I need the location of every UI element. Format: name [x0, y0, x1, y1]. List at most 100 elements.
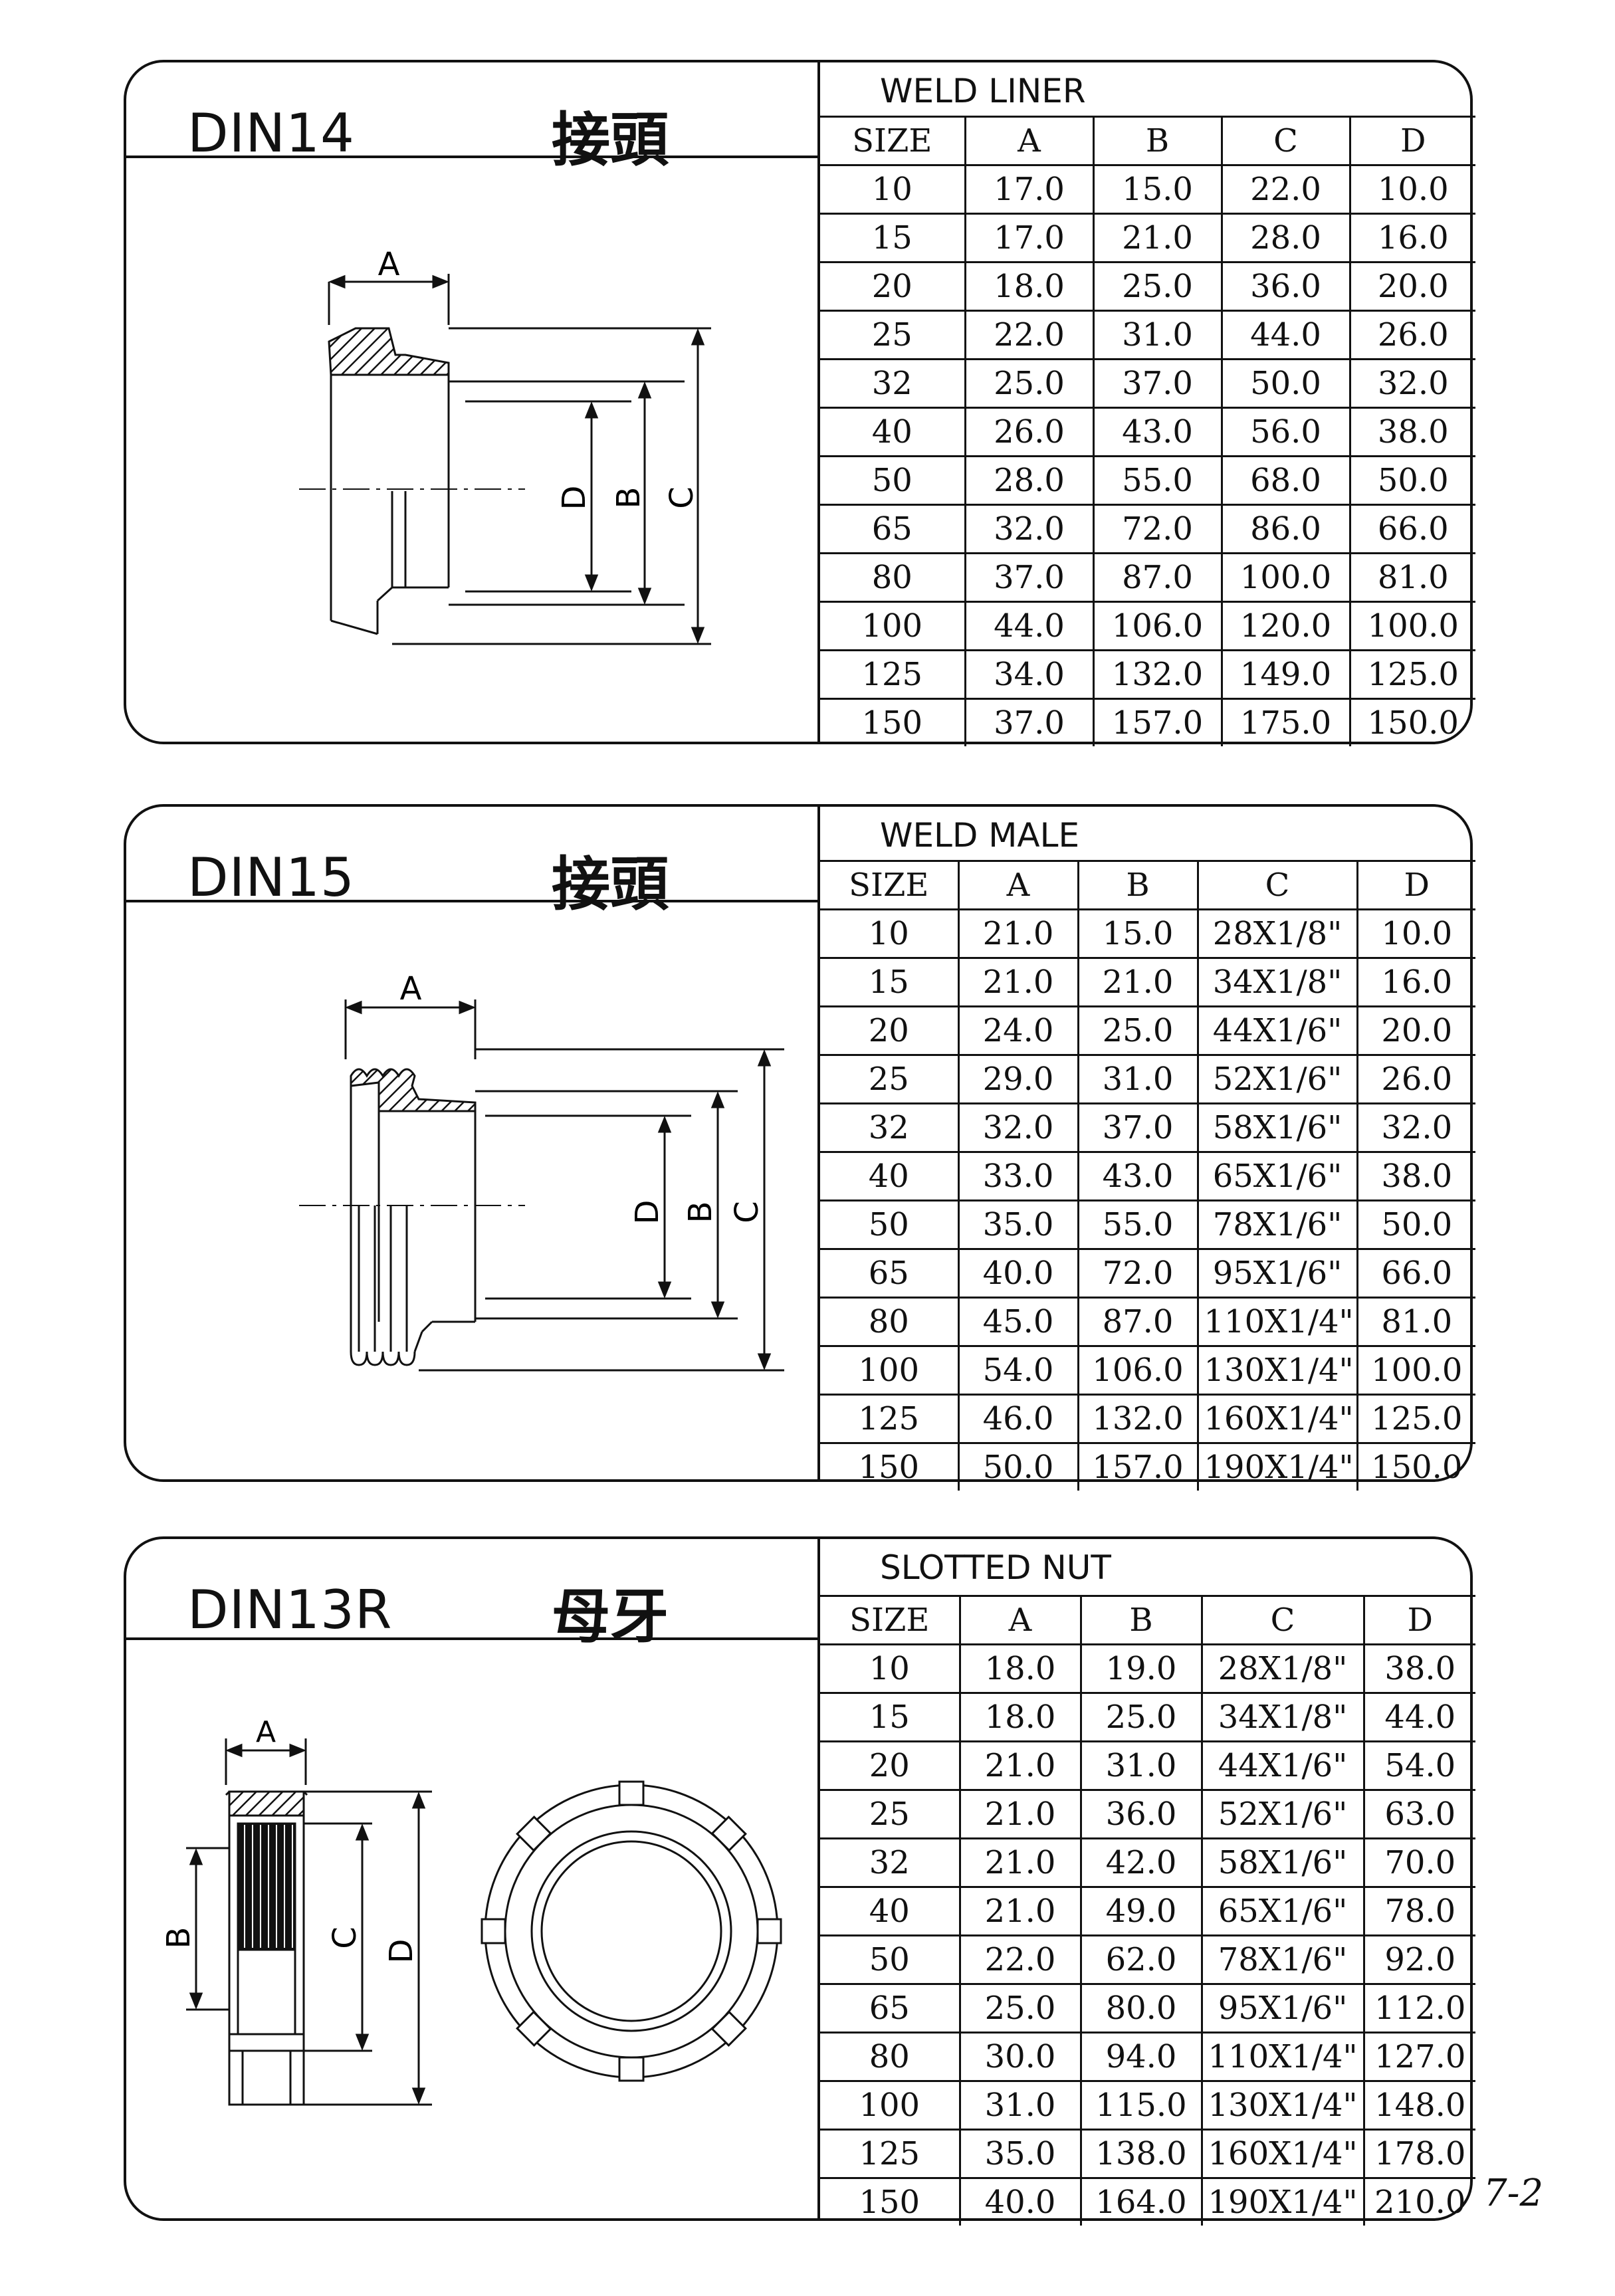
section-subtitle: 接頭: [552, 849, 669, 918]
column-header: SIZE: [820, 860, 960, 910]
table-cell: 40: [820, 1886, 961, 1936]
table-cell: 36.0: [1220, 261, 1351, 312]
dim-label-b: B: [610, 487, 647, 509]
table-cell: 21.0: [958, 1837, 1082, 1888]
table-cell: 28.0: [1220, 213, 1351, 263]
table-cell: 65: [820, 1983, 961, 2034]
table-cell: 160X1/4": [1196, 1394, 1358, 1444]
table-cell: 15.0: [1092, 164, 1223, 215]
table-cell: 21.0: [1092, 213, 1223, 263]
table-cell: 22.0: [958, 1934, 1082, 1985]
table-cell: 20.0: [1356, 1005, 1475, 1056]
column-header: D: [1356, 860, 1475, 910]
table-cell: 26.0: [1356, 1054, 1475, 1104]
table-cell: 38.0: [1348, 407, 1475, 457]
table-cell: 40: [820, 407, 966, 457]
table-cell: 22.0: [1220, 164, 1351, 215]
table-cell: 50: [820, 1200, 960, 1250]
table-cell: 15: [820, 213, 966, 263]
table-cell: 178.0: [1362, 2129, 1475, 2179]
table-cell: 10: [820, 164, 966, 215]
table-cell: 37.0: [1092, 358, 1223, 409]
table-cell: 87.0: [1092, 552, 1223, 603]
table-cell: 20: [820, 1005, 960, 1056]
table-cell: 127.0: [1362, 2032, 1475, 2082]
table-cell: 148.0: [1362, 2080, 1475, 2131]
table-cell: 49.0: [1079, 1886, 1203, 1936]
table-cell: 43.0: [1092, 407, 1223, 457]
dim-label-b: B: [160, 1927, 197, 1949]
table-cell: 66.0: [1356, 1248, 1475, 1299]
weld-liner-drawing: A D B C: [299, 246, 711, 645]
table-cell: 130X1/4": [1196, 1345, 1358, 1396]
table-cell: 132.0: [1092, 649, 1223, 700]
header-divider: [126, 156, 817, 158]
table-cell: 72.0: [1092, 504, 1223, 554]
table-cell: 25.0: [1092, 261, 1223, 312]
table-cell: 18.0: [958, 1692, 1082, 1742]
table-cell: 54.0: [957, 1345, 1079, 1396]
table-cell: 31.0: [1077, 1054, 1199, 1104]
table-cell: 31.0: [1092, 310, 1223, 360]
column-header: B: [1077, 860, 1199, 910]
table-cell: 56.0: [1220, 407, 1351, 457]
column-header: A: [958, 1595, 1082, 1645]
table-cell: 32: [820, 1102, 960, 1153]
table-cell: 210.0: [1362, 2177, 1475, 2226]
table-cell: 44.0: [964, 601, 1095, 651]
table-cell: 50.0: [1348, 455, 1475, 506]
table-title: WELD LINER: [880, 72, 1086, 110]
table-cell: 95X1/6": [1200, 1983, 1365, 2034]
page-number: 7-2: [1483, 2172, 1544, 2215]
table-cell: 100: [820, 2080, 961, 2131]
table-cell: 80.0: [1079, 1983, 1203, 2034]
table-cell: 37.0: [964, 698, 1095, 746]
table-cell: 33.0: [957, 1151, 1079, 1201]
table-cell: 86.0: [1220, 504, 1351, 554]
table-cell: 87.0: [1077, 1297, 1199, 1347]
column-header: A: [957, 860, 1079, 910]
table-cell: 100.0: [1356, 1345, 1475, 1396]
table-cell: 65X1/6": [1196, 1151, 1358, 1201]
dim-label-d: D: [383, 1939, 420, 1964]
section-title: DIN13R: [187, 1579, 393, 1641]
table-cell: 78.0: [1362, 1886, 1475, 1936]
table-cell: 38.0: [1362, 1643, 1475, 1694]
dim-label-a: A: [256, 1715, 276, 1749]
table-cell: 32.0: [957, 1102, 1079, 1153]
table-cell: 21.0: [957, 908, 1079, 959]
table-cell: 15: [820, 1692, 961, 1742]
table-cell: 100: [820, 601, 966, 651]
table-cell: 22.0: [964, 310, 1095, 360]
table-cell: 28.0: [964, 455, 1095, 506]
table-cell: 81.0: [1348, 552, 1475, 603]
table-cell: 25.0: [1077, 1005, 1199, 1056]
table-cell: 150.0: [1356, 1442, 1475, 1491]
section-subtitle: 接頭: [552, 105, 669, 174]
slotted-nut-drawing: A B C D: [160, 1715, 782, 2106]
column-header: C: [1196, 860, 1358, 910]
table-cell: 132.0: [1077, 1394, 1199, 1444]
table-cell: 26.0: [1348, 310, 1475, 360]
table-cell: 72.0: [1077, 1248, 1199, 1299]
table-cell: 44.0: [1220, 310, 1351, 360]
table-cell: 36.0: [1079, 1789, 1203, 1839]
table-cell: 20: [820, 1740, 961, 1791]
table-cell: 125: [820, 649, 966, 700]
table-cell: 21.0: [958, 1740, 1082, 1791]
table-cell: 18.0: [958, 1643, 1082, 1694]
